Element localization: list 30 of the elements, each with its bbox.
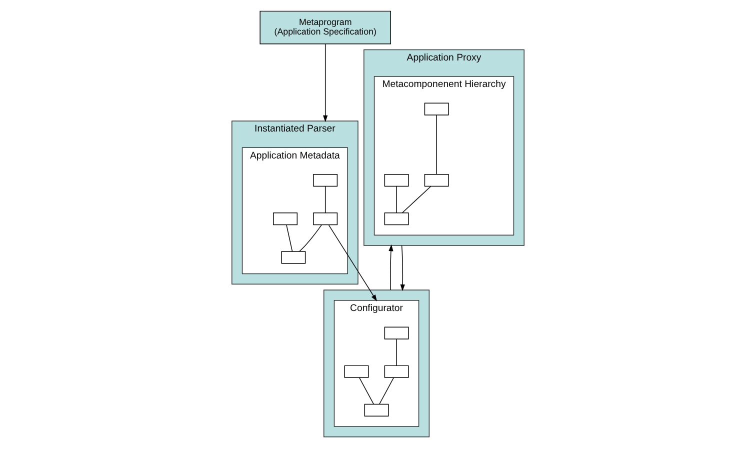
cluster: Metacomponenent Hierarchy — [374, 76, 514, 236]
connector — [402, 186, 432, 214]
node-box — [344, 365, 369, 378]
node-box — [364, 404, 389, 416]
arrow — [328, 224, 377, 302]
node-box — [384, 212, 409, 226]
arrow — [323, 44, 328, 122]
connector — [299, 224, 322, 252]
cluster: Configurator — [334, 300, 420, 427]
node-box — [384, 365, 409, 378]
node-box — [384, 326, 409, 340]
node-box — [384, 174, 409, 187]
connector — [324, 186, 326, 214]
arrow — [400, 245, 405, 292]
node-box: Metaprogram (Application Specification) — [260, 10, 391, 44]
cluster: Application Metadata — [242, 147, 348, 274]
node-box — [281, 251, 306, 264]
connector — [396, 186, 397, 214]
connector — [436, 114, 437, 175]
node-box — [424, 102, 449, 116]
node-box — [313, 174, 338, 187]
node-box — [273, 212, 298, 226]
node-box — [424, 174, 449, 187]
node-box — [313, 212, 338, 226]
cluster — [324, 290, 430, 438]
connector — [378, 377, 394, 405]
connector — [396, 338, 397, 366]
arrow — [388, 244, 394, 290]
connector — [286, 224, 293, 252]
connector — [359, 377, 374, 405]
